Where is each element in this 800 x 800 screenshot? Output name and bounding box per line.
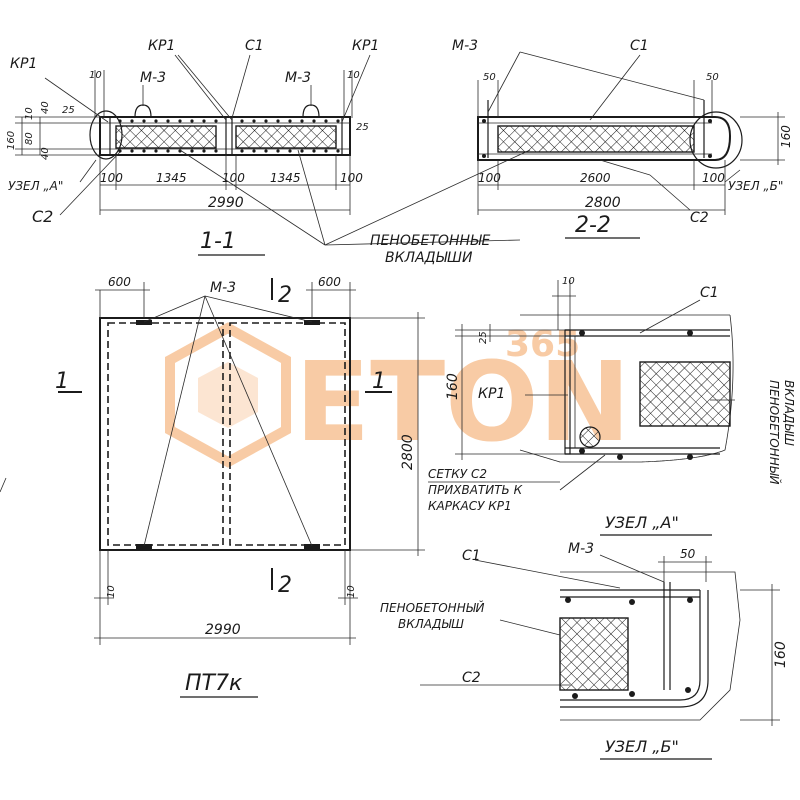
plan-dim-10-right: 10	[346, 585, 357, 598]
label-kr1-right: КР1	[352, 38, 379, 54]
foam-block-right	[235, 125, 337, 149]
plan-dim-2990: 2990	[205, 622, 241, 638]
foam-block-left	[115, 125, 217, 149]
node-a-marker	[89, 110, 123, 160]
plan-section-2-top: 2	[278, 283, 292, 308]
dim-1345-b: 1345	[270, 171, 301, 185]
node-a-foam-vertical-2: ВКЛАДЫШ	[782, 380, 796, 446]
plan-frame-left	[107, 322, 224, 546]
plan-outline	[99, 317, 351, 551]
label-c1-2-2: С1	[630, 38, 649, 54]
dim-160-2-2: 160	[779, 125, 793, 148]
foam-block-node-a	[639, 361, 731, 427]
plan-dim-600-left: 600	[108, 275, 131, 289]
plan-section-1-left: 1	[55, 369, 69, 394]
label-c1: С1	[245, 38, 264, 54]
plan-section-2-bottom: 2	[278, 573, 292, 598]
dim-50-right: 50	[706, 72, 719, 83]
label-m3-right: М-3	[285, 70, 311, 86]
node-b-label-c1: С1	[462, 548, 481, 564]
dim-25-right: 25	[356, 122, 369, 133]
node-a-label-c1: С1	[700, 285, 719, 301]
label-kr1-mid: КР1	[148, 38, 175, 54]
plan-loops	[136, 320, 320, 549]
dim-80: 80	[24, 132, 35, 145]
node-a-bar-section	[579, 426, 601, 448]
plan-dim-10-left: 10	[106, 585, 117, 598]
label-m3-2-2: М-3	[452, 38, 478, 54]
lifting-loop-left	[134, 104, 152, 118]
node-b-detail: С1 М-3 50 160 ПЕНОБЕТОННЫЙ ВКЛАДЫШ С2 УЗ…	[380, 541, 789, 760]
foam-label-line2: ВКЛАДЫШИ	[385, 250, 473, 266]
dim-100-b-2-2: 100	[702, 171, 725, 185]
dim-total-2990: 2990	[208, 195, 244, 211]
node-a-detail: С1 КР1 10 25 160 СЕТКУ С2 ПРИХВАТИТЬ К К…	[428, 276, 796, 536]
foam-block-node-b	[559, 617, 629, 691]
plan-dim-600-right: 600	[318, 275, 341, 289]
dim-10-right: 10	[347, 70, 360, 81]
plan-section-1-right: 1	[372, 369, 386, 394]
dim-40-b: 40	[40, 147, 51, 160]
dim-100-b: 100	[222, 171, 245, 185]
node-b-foam-line2: ВКЛАДЫШ	[398, 617, 464, 631]
label-node-a: УЗЕЛ „А"	[8, 179, 63, 193]
label-c2-2-2: С2	[690, 210, 709, 226]
dim-10-left: 10	[89, 70, 102, 81]
foam-inserts-callout: ПЕНОБЕТОННЫЕ ВКЛАДЫШИ	[179, 149, 531, 266]
label-node-b: УЗЕЛ „Б"	[728, 179, 783, 193]
dim-10-v1: 10	[24, 107, 35, 120]
dim-2600: 2600	[580, 171, 611, 185]
node-b-title: УЗЕЛ „Б"	[605, 737, 679, 756]
dim-160: 160	[6, 131, 17, 150]
dim-50-left: 50	[483, 72, 496, 83]
node-b-foam-line1: ПЕНОБЕТОННЫЙ	[380, 600, 485, 615]
label-kr1-left: КР1	[10, 56, 37, 72]
section-1-1-panel	[99, 116, 351, 156]
node-b-label-m3: М-3	[568, 541, 594, 557]
section-2-2: М-3 С1 50 50 160 100 2600 100 2800 С2 УЗ…	[452, 38, 793, 239]
node-a-dim-160: 160	[445, 373, 461, 400]
dim-1345-a: 1345	[156, 171, 187, 185]
node-a-note-line2: ПРИХВАТИТЬ К	[428, 483, 523, 497]
plan-title: ПТ7к	[185, 671, 243, 696]
rebar-dots-2-2	[482, 119, 712, 158]
dim-100-a-2-2: 100	[478, 171, 501, 185]
node-a-note-line1: СЕТКУ С2	[428, 467, 487, 481]
section-2-2-panel	[477, 116, 732, 161]
section-2-2-title: 2-2	[575, 213, 611, 238]
section-1-1: КР1 КР1 С1 КР1 М-3 М-3 С2 УЗЕЛ „А" 10 10…	[6, 38, 379, 256]
node-b-dim-160: 160	[773, 641, 789, 668]
node-a-foam-vertical-1: ПЕНОБЕТОННЫЙ	[767, 380, 782, 485]
dim-40-a: 40	[40, 101, 51, 114]
node-a-title: УЗЕЛ „А"	[605, 513, 679, 532]
rebar-dots-node-a	[579, 330, 693, 460]
rebar-dots-1-1	[118, 119, 340, 153]
dim-25-left: 25	[62, 105, 75, 116]
dim-100-c: 100	[340, 171, 363, 185]
dim-100-a: 100	[100, 171, 123, 185]
rebar-dots-node-b	[565, 597, 693, 699]
label-c2: С2	[32, 207, 53, 226]
plan-view: 1 1 2 2 М-3 600 600 2800 10 10 2990 ПТ7к	[0, 275, 425, 698]
node-a-label-kr1: КР1	[478, 386, 505, 402]
node-a-dim-25: 25	[478, 331, 489, 344]
section-1-1-title: 1-1	[200, 229, 236, 254]
plan-label-m3: М-3	[210, 280, 236, 296]
node-b-label-c2: С2	[462, 670, 481, 686]
foam-label-line1: ПЕНОБЕТОННЫЕ	[370, 233, 490, 249]
watermark-small-text: 365	[505, 324, 580, 365]
node-a-dim-10: 10	[562, 276, 575, 287]
foam-block-2-2	[497, 125, 695, 153]
plan-dim-2800: 2800	[400, 434, 416, 470]
node-b-marker	[689, 111, 743, 169]
lifting-loop-right	[302, 104, 320, 118]
plan-frame-right	[229, 322, 346, 546]
node-b-dim-50: 50	[680, 547, 696, 561]
label-m3-left: М-3	[140, 70, 166, 86]
node-a-note-line3: КАРКАСУ КР1	[428, 499, 512, 513]
dim-total-2800: 2800	[585, 195, 621, 211]
